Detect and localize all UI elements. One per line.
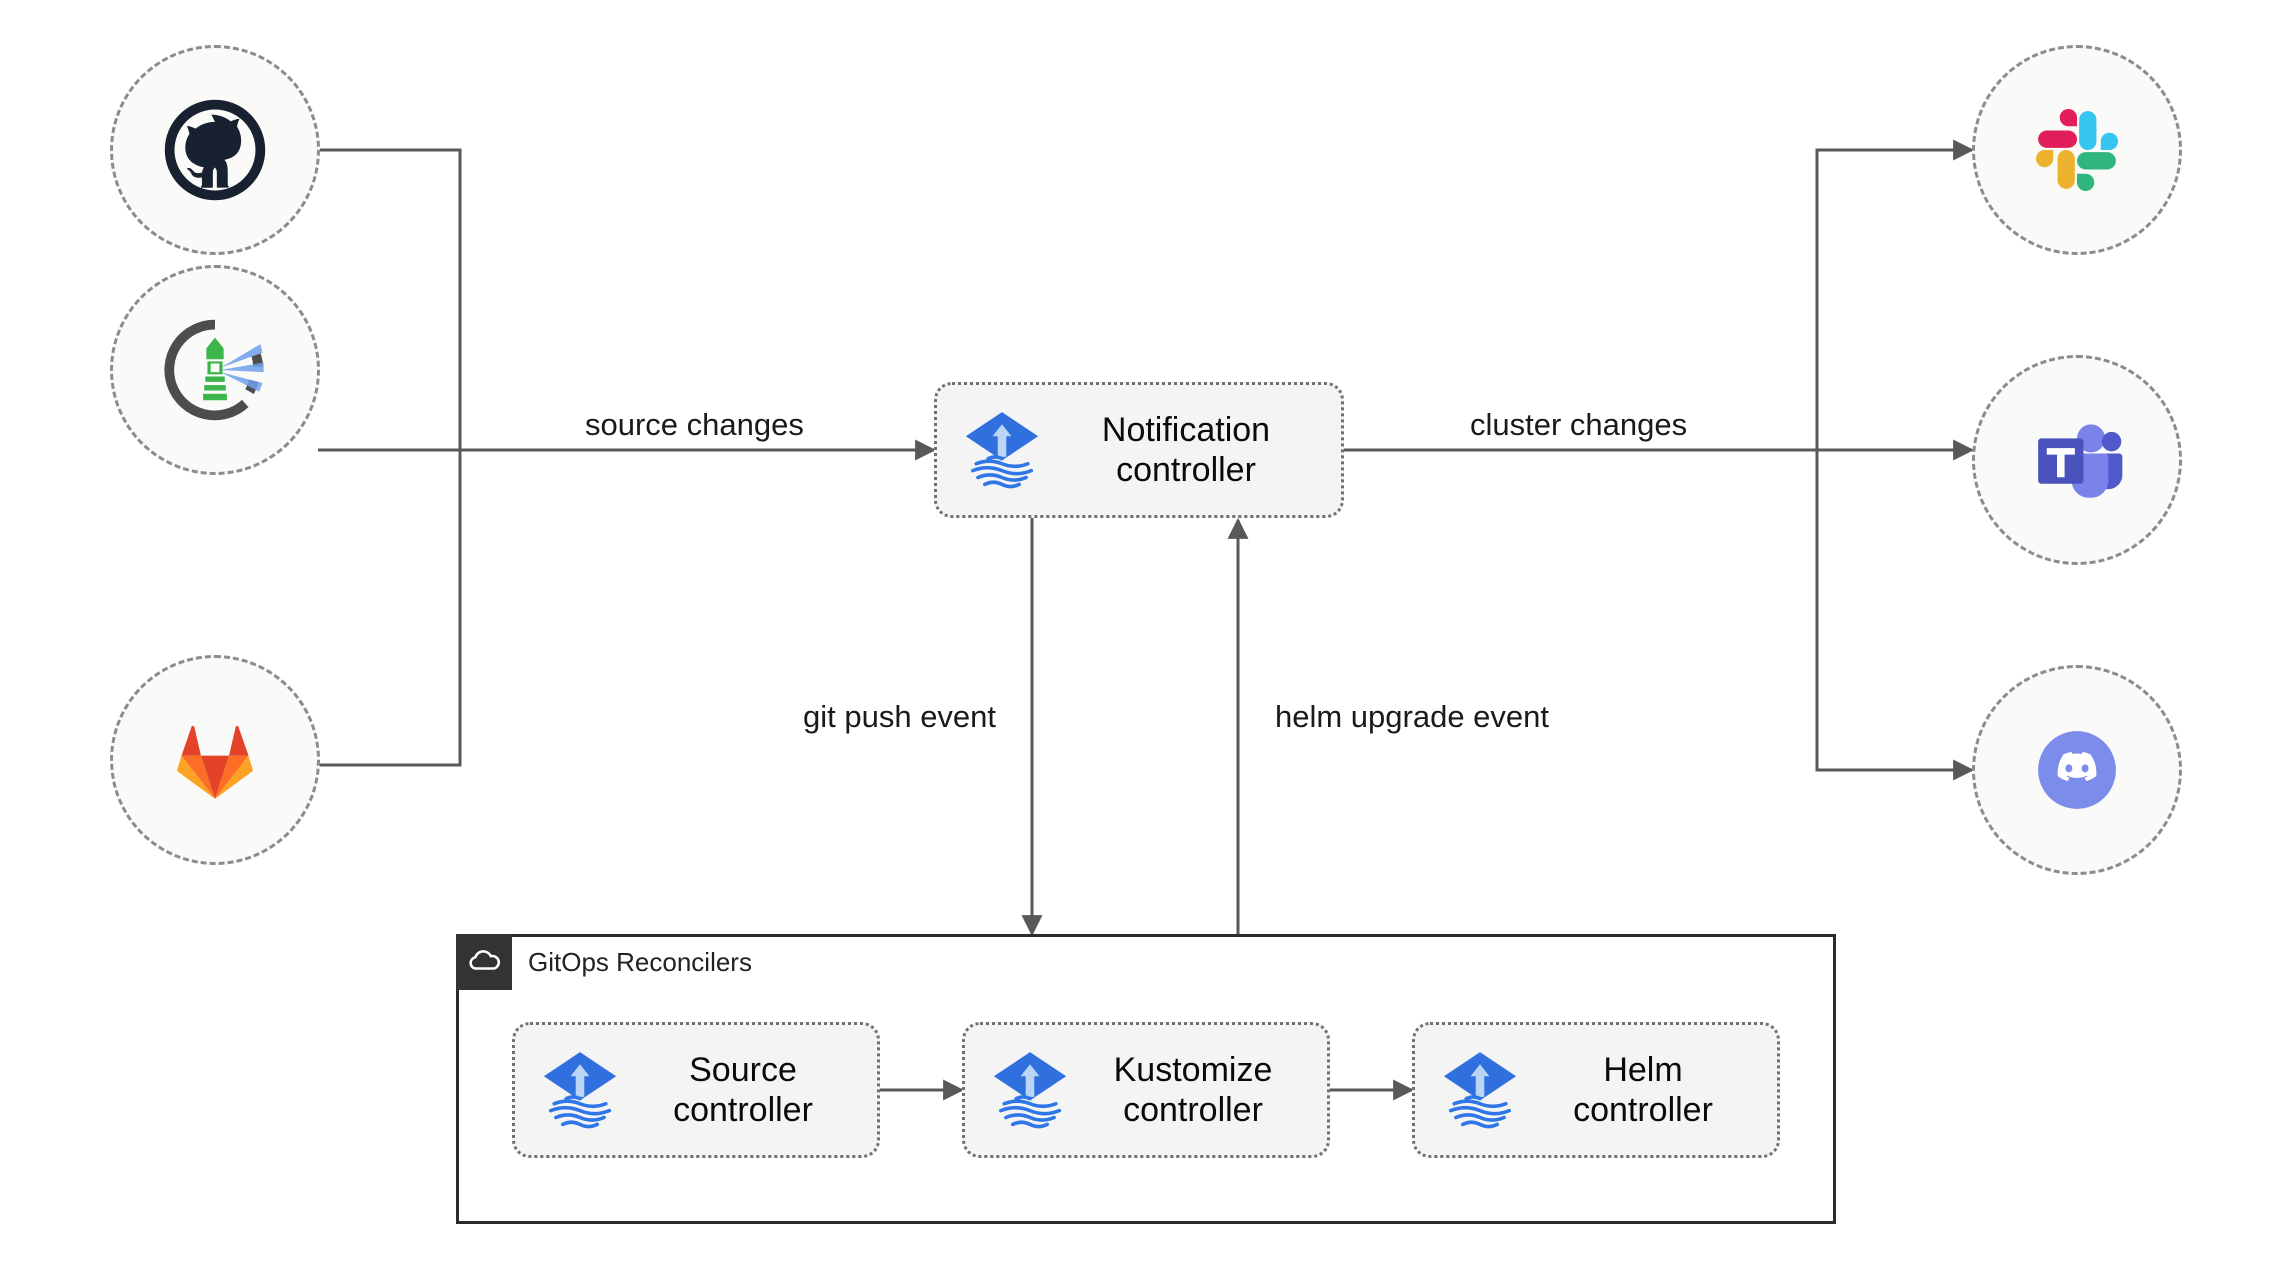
destination-node-teams[interactable] bbox=[1972, 355, 2182, 565]
edge-label-git-push-event: git push event bbox=[793, 697, 1007, 737]
microsoft-teams-icon bbox=[2038, 424, 2123, 498]
cloud-icon bbox=[469, 950, 501, 970]
destination-node-slack[interactable] bbox=[1972, 45, 2182, 255]
flux-logo-icon bbox=[965, 412, 1039, 489]
edge-label-cluster-changes: cluster changes bbox=[1460, 405, 1698, 445]
kustomize-controller-box[interactable]: Kustomize controller bbox=[962, 1022, 1330, 1158]
discord-icon bbox=[2038, 731, 2116, 809]
gitlab-icon bbox=[177, 725, 253, 799]
flux-lighthouse-icon bbox=[164, 319, 264, 421]
cloud-icon-badge bbox=[456, 934, 512, 990]
flux-logo-icon bbox=[1443, 1052, 1517, 1129]
edge-to-slack bbox=[1815, 139, 1975, 450]
source-controller-box[interactable]: Source controller bbox=[512, 1022, 880, 1158]
source-node-github[interactable] bbox=[110, 45, 320, 255]
notification-controller-label: Notification controller bbox=[1101, 410, 1271, 489]
kustomize-controller-label: Kustomize controller bbox=[1113, 1050, 1273, 1129]
edge-label-helm-upgrade-event: helm upgrade event bbox=[1265, 697, 1560, 737]
flux-logo-icon bbox=[993, 1052, 1067, 1129]
flux-logo-icon bbox=[543, 1052, 617, 1129]
github-icon bbox=[164, 99, 266, 201]
edge-to-discord bbox=[1815, 450, 1975, 781]
notification-controller-box[interactable]: Notification controller bbox=[934, 382, 1344, 518]
helm-controller-box[interactable]: Helm controller bbox=[1412, 1022, 1780, 1158]
gitops-reconcilers-container bbox=[456, 934, 1836, 1224]
source-controller-label: Source controller bbox=[673, 1050, 813, 1129]
source-node-gitlab[interactable] bbox=[110, 655, 320, 865]
gitops-reconcilers-title: GitOps Reconcilers bbox=[528, 946, 752, 977]
gitops-reconcilers-header: GitOps Reconcilers bbox=[456, 934, 752, 990]
edge-label-source-changes: source changes bbox=[575, 405, 814, 445]
source-node-flux[interactable] bbox=[110, 265, 320, 475]
helm-controller-label: Helm controller bbox=[1573, 1050, 1713, 1129]
destination-node-discord[interactable] bbox=[1972, 665, 2182, 875]
source-merge-trunk bbox=[318, 148, 462, 767]
slack-icon bbox=[2035, 108, 2119, 192]
